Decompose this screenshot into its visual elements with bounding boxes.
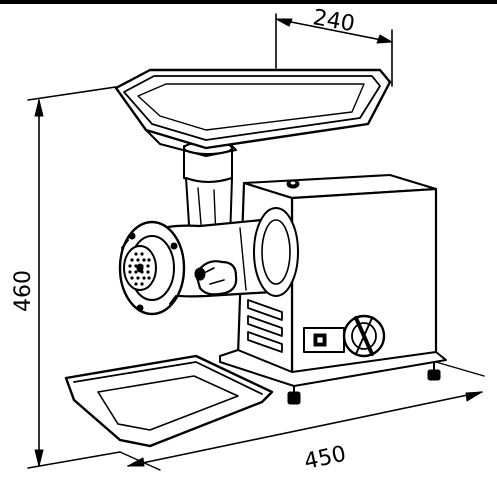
depth-dimension-label: 450 [302, 442, 348, 475]
mincing-plate [123, 245, 157, 291]
side-vents [247, 299, 283, 353]
hopper-tray [114, 68, 392, 157]
width-dimension-label: 240 [311, 5, 357, 37]
collecting-tray [64, 354, 274, 448]
grinder-barrel [148, 207, 299, 298]
power-switch [303, 327, 345, 353]
speed-knob [342, 314, 386, 358]
top-border-band [0, 0, 497, 4]
height-dimension: 460 [11, 81, 151, 469]
locking-knob [194, 260, 238, 296]
height-dimension-label: 460 [11, 270, 36, 312]
